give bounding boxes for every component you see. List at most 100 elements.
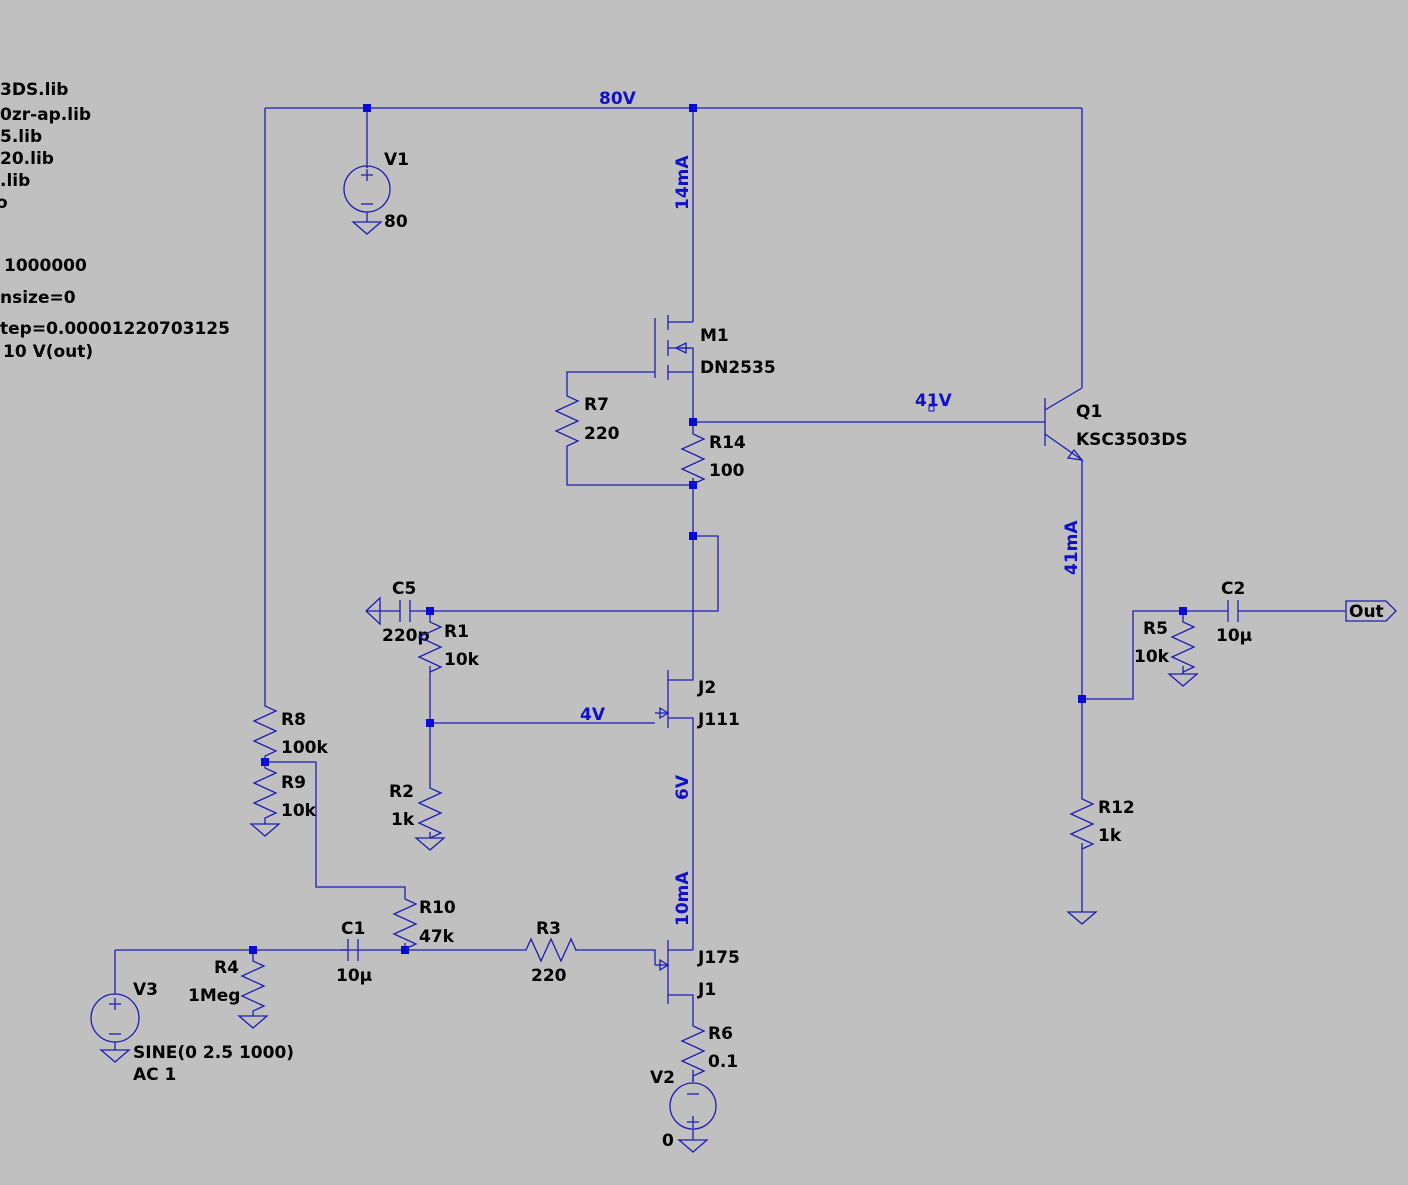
directive-line: 10 V(out) bbox=[3, 342, 93, 362]
directive-line: 20.lib bbox=[0, 149, 54, 169]
voltage-annotation: 6V bbox=[673, 774, 693, 800]
component-value: 0 bbox=[662, 1131, 674, 1151]
jfet-j2[interactable]: J2 J111 bbox=[655, 670, 740, 730]
op-annotations: 80V 41V 4V 6V 14mA 41mA 10mA bbox=[580, 89, 1082, 926]
resistor-r5[interactable]: R5 10k bbox=[1134, 616, 1199, 687]
component-name: R9 bbox=[281, 773, 306, 793]
component-value: 100 bbox=[709, 461, 745, 481]
current-annotation: 41mA bbox=[1062, 520, 1082, 575]
wire bbox=[575, 949, 656, 965]
current-annotation: 10mA bbox=[673, 871, 693, 926]
resistor-r3[interactable]: R3 220 bbox=[520, 919, 577, 986]
junction-dot bbox=[689, 481, 697, 489]
directive-line: 0zr-ap.lib bbox=[0, 105, 91, 125]
resistor-r2[interactable]: R2 1k bbox=[389, 782, 446, 851]
wire bbox=[680, 371, 694, 422]
resistor-r14[interactable]: R14 100 bbox=[680, 428, 746, 485]
capacitor-c5[interactable]: C5 220p bbox=[365, 579, 430, 646]
component-value: 47k bbox=[419, 927, 455, 947]
component-value: 0.1 bbox=[708, 1052, 738, 1072]
output-port[interactable]: Out bbox=[1345, 600, 1397, 622]
spice-directives: 3DS.lib 0zr-ap.lib 5.lib 20.lib .lib o 1… bbox=[0, 80, 230, 362]
ground-icon bbox=[365, 596, 381, 626]
mosfet-m1[interactable]: M1 DN2535 bbox=[654, 315, 776, 380]
component-name: R7 bbox=[584, 395, 609, 415]
component-value: 10k bbox=[1134, 647, 1170, 667]
ground-icon bbox=[249, 823, 281, 837]
resistor-r10[interactable]: R10 47k bbox=[392, 893, 456, 950]
directive-line: 1000000 bbox=[4, 256, 87, 276]
capacitor-c1[interactable]: C1 10µ bbox=[336, 919, 372, 986]
component-value: 1k bbox=[1098, 826, 1122, 846]
junction-dot bbox=[689, 104, 697, 112]
component-name: R10 bbox=[419, 898, 456, 918]
ground-icon bbox=[677, 1139, 709, 1153]
voltage-source-v3[interactable]: V3 SINE(0 2.5 1000) AC 1 bbox=[90, 980, 294, 1085]
wire bbox=[430, 535, 719, 612]
junction-dot bbox=[1078, 695, 1086, 703]
voltage-annotation: 4V bbox=[580, 705, 606, 725]
component-value: J175 bbox=[697, 948, 740, 968]
wire bbox=[680, 717, 694, 950]
directive-line: o bbox=[0, 193, 8, 213]
component-value: AC 1 bbox=[133, 1065, 176, 1085]
ground-icon bbox=[1167, 673, 1199, 687]
component-value: J111 bbox=[697, 710, 740, 730]
junction-dot bbox=[689, 532, 697, 540]
transistor-q1[interactable]: Q1 KSC3503DS bbox=[1044, 387, 1188, 461]
component-name: C5 bbox=[392, 579, 416, 599]
junction-dot bbox=[401, 946, 409, 954]
component-value: 10k bbox=[281, 801, 317, 821]
component-name: V3 bbox=[133, 980, 158, 1000]
voltage-source-v2[interactable]: V2 0 bbox=[650, 1068, 717, 1153]
component-name: R4 bbox=[214, 958, 239, 978]
resistor-r9[interactable]: R9 10k bbox=[249, 762, 317, 837]
capacitor-c2[interactable]: C2 10µ bbox=[1216, 579, 1252, 646]
component-name: R8 bbox=[281, 710, 306, 730]
component-name: R1 bbox=[444, 622, 469, 642]
component-value: 10µ bbox=[336, 966, 372, 986]
resistor-r8[interactable]: R8 100k bbox=[252, 700, 328, 762]
voltage-annotation: 80V bbox=[599, 89, 637, 109]
jfet-j1[interactable]: J175 J1 bbox=[655, 940, 740, 1004]
plus-icon bbox=[361, 169, 373, 181]
voltage-source-v1[interactable]: V1 80 bbox=[343, 150, 409, 235]
junction-dot bbox=[363, 104, 371, 112]
component-name: Q1 bbox=[1076, 402, 1102, 422]
resistor-r7[interactable]: R7 220 bbox=[554, 390, 620, 455]
component-value: 10k bbox=[444, 650, 480, 670]
wires bbox=[114, 107, 1346, 1082]
ground-icon bbox=[237, 1015, 269, 1029]
component-value: 80 bbox=[384, 212, 408, 232]
wire bbox=[566, 455, 693, 486]
directive-line: .lib bbox=[0, 171, 30, 191]
directive-line: 5.lib bbox=[0, 127, 42, 147]
component-value: 220p bbox=[382, 626, 430, 646]
directive-line: tep=0.00001220703125 bbox=[0, 319, 230, 339]
wire bbox=[680, 672, 694, 681]
net-marker bbox=[928, 405, 935, 412]
component-value: 1k bbox=[391, 810, 415, 830]
voltage-annotation: 41V bbox=[915, 391, 953, 411]
component-name: C2 bbox=[1221, 579, 1245, 599]
ground-icon bbox=[1066, 911, 1098, 925]
ground-icon bbox=[414, 837, 446, 851]
component-name: V1 bbox=[384, 150, 409, 170]
current-annotation: 14mA bbox=[673, 155, 693, 210]
component-value: DN2535 bbox=[700, 358, 776, 378]
ground-icon bbox=[351, 221, 383, 235]
component-name: R6 bbox=[708, 1024, 733, 1044]
resistor-r4[interactable]: R4 1Meg bbox=[188, 955, 269, 1029]
component-value: SINE(0 2.5 1000) bbox=[133, 1043, 294, 1063]
component-name: R2 bbox=[389, 782, 414, 802]
component-name: J1 bbox=[697, 980, 716, 1000]
junction-dot bbox=[426, 607, 434, 615]
component-name: J2 bbox=[697, 678, 716, 698]
resistor-r1[interactable]: R1 10k bbox=[417, 616, 480, 673]
component-name: C1 bbox=[341, 919, 365, 939]
resistor-r12[interactable]: R12 1k bbox=[1066, 793, 1135, 925]
component-value: 220 bbox=[584, 424, 620, 444]
resistor-r6[interactable]: R6 0.1 bbox=[680, 1020, 738, 1082]
component-name: M1 bbox=[700, 326, 729, 346]
directive-line: nsize=0 bbox=[0, 288, 76, 308]
